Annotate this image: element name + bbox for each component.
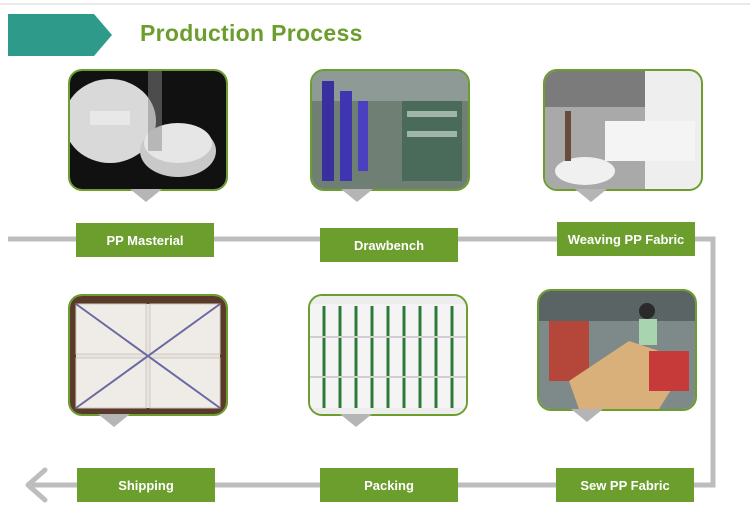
step-weaving-pp-fabric: Weaving PP Fabric — [557, 222, 695, 256]
drawbench-machine-photo — [310, 69, 470, 191]
step-packing: Packing — [320, 468, 458, 502]
step-sew-pp-fabric: Sew PP Fabric — [556, 468, 694, 502]
packed-bales-photo — [308, 294, 468, 416]
pointer-sew — [571, 409, 603, 422]
step-shipping: Shipping — [77, 468, 215, 502]
step-drawbench: Drawbench — [320, 228, 458, 262]
pointer-pp-masterial — [130, 189, 162, 202]
container-loading-photo — [68, 294, 228, 416]
pp-granules-photo — [68, 69, 228, 191]
sewing-workshop-photo — [537, 289, 697, 411]
weaving-loom-photo — [543, 69, 703, 191]
pointer-shipping — [98, 414, 130, 427]
step-pp-masterial: PP Masterial — [76, 223, 214, 257]
pointer-drawbench — [341, 189, 373, 202]
teal-banner-arrow — [8, 14, 112, 56]
pointer-weaving — [575, 189, 607, 202]
top-divider — [0, 3, 750, 5]
page-title: Production Process — [140, 20, 363, 46]
pointer-packing — [340, 414, 372, 427]
